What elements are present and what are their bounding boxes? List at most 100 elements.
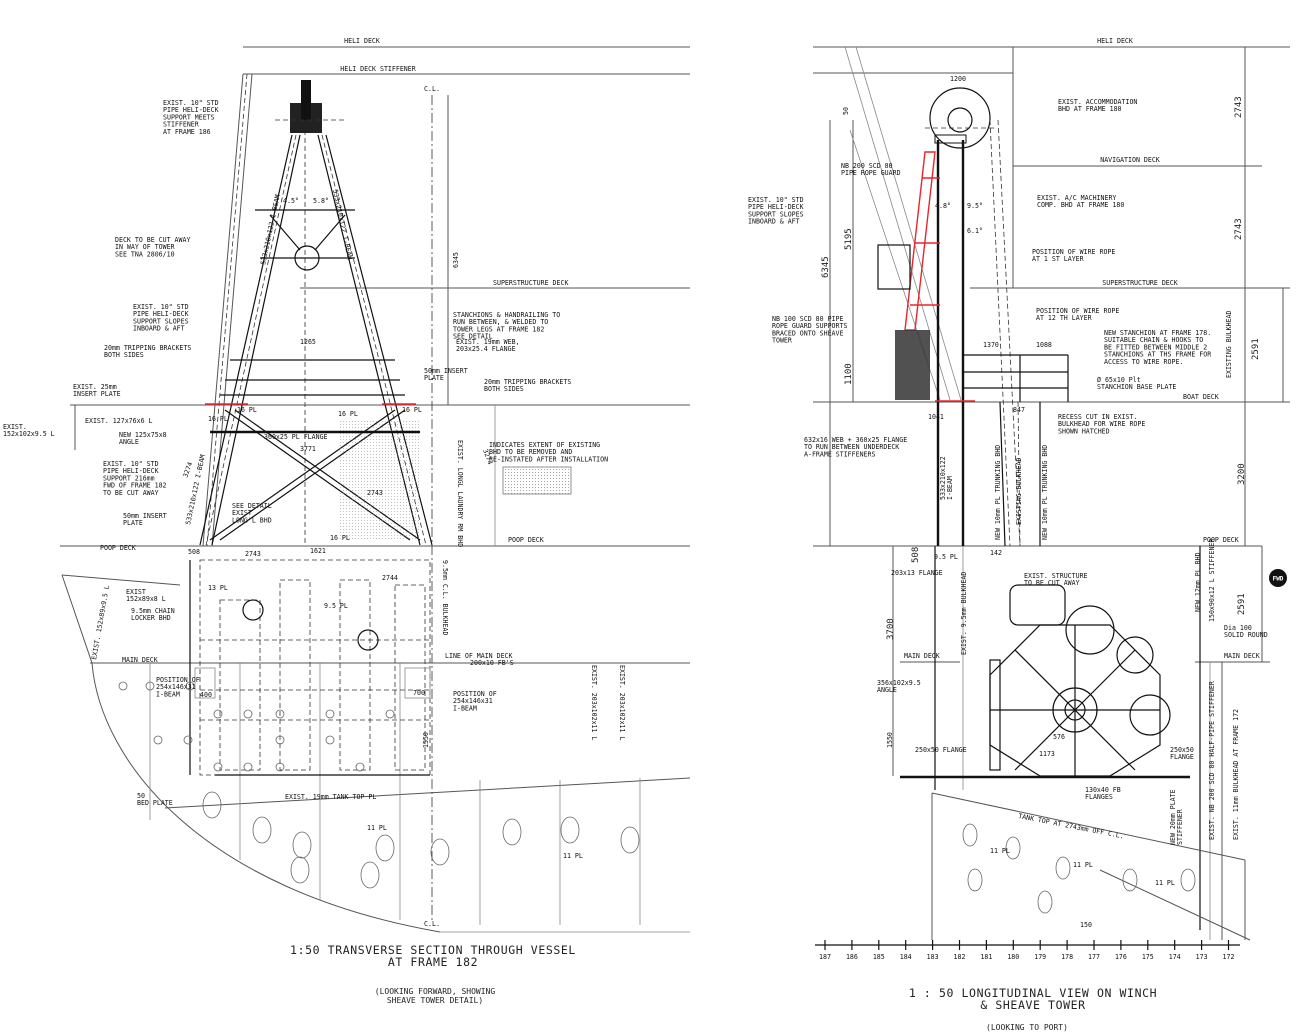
annotation-line: BHD AT FRAME 180 [1058, 105, 1122, 113]
annotation-line: EXIST. 11mm BULKHEAD AT FRAME 172 [1232, 709, 1240, 840]
annotation-pl95-r: 9.5 PL [934, 553, 958, 561]
annotation-d-700: 700 [413, 689, 425, 697]
annotation-d-1173: 1173 [1039, 750, 1055, 758]
annotation-line-of-main-deck: LINE OF MAIN DECK [445, 652, 513, 660]
frame-number: 173 [1196, 953, 1208, 961]
annotation-line: LOCKER BHD [131, 614, 171, 622]
annotation-line: 9.5mm C.L. BULKHEAD [441, 560, 449, 635]
annotation-line: 1041 [928, 413, 944, 421]
annotation-line: PIPE ROPE GUARD [841, 169, 901, 177]
annotation-exist152-l: EXIST.152x102x9.5 L [3, 423, 55, 438]
annotation-pl11-r1: 11 PL [990, 847, 1010, 855]
annotation-line: C.L. [424, 920, 440, 928]
lightening-hole [213, 709, 223, 719]
annotation-tank-top-pl: EXIST. 19mm TANK TOP PL [285, 793, 376, 801]
annotation-line: 576 [1053, 733, 1065, 741]
annotation-line: 11 PL [367, 824, 387, 832]
annotation-line: (LOOKING TO PORT) [986, 1023, 1068, 1032]
annotation-line: NEW 10mm PL TRUNKING BHD [994, 445, 1002, 540]
annotation-line: 533x210x122 I-BEAM [259, 194, 282, 266]
annotation-line: ROPE GUARD SUPPORTS [772, 322, 847, 330]
frame-number: 177 [1088, 953, 1100, 961]
annotation-line: 2591 [1237, 593, 1247, 615]
annotation-d-1370: 1370 [983, 341, 999, 349]
annotation-title-r: 1 : 50 LONGITUDINAL VIEW ON WINCH& SHEAV… [909, 986, 1157, 1012]
annotation-line: 20mm TRIPPING BRACKETS [104, 344, 191, 352]
annotation-pl95: 9.5 PL [324, 602, 348, 610]
annotation-line: 50mm INSERT [424, 367, 468, 375]
annotation-line: 847 [1013, 406, 1025, 414]
lightening-hole [243, 709, 253, 719]
annotation-line: 3200 [1237, 463, 1247, 485]
frame-number: 174 [1169, 953, 1181, 961]
annotation-line: EXIST [232, 509, 252, 517]
lightening-hole [325, 735, 335, 745]
annotation-pl16-e: 16 PL [330, 534, 350, 542]
annotation-cl-l: C.L. [424, 85, 440, 93]
annotation-line: 5.8° [313, 197, 329, 205]
lightening-hole [213, 762, 223, 772]
annotation-line: BE FITTED BETWEEN MIDDLE 2 [1104, 343, 1207, 351]
oval-opening [202, 791, 222, 819]
annotation-line: 1621 [310, 547, 326, 555]
legend-hatch-box [502, 466, 572, 495]
frame-number: 182 [954, 953, 966, 961]
annotation-d-3200: 3200 [1237, 463, 1247, 485]
annotation-a-48: 4.8° [935, 202, 951, 210]
annotation-line: FLANGE [1170, 753, 1194, 761]
annotation-line: NEW 20mm PLATE [1169, 789, 1177, 845]
annotation-line: BRACED ONTO SHEAVE [772, 329, 843, 337]
annotation-line: INSERT PLATE [73, 390, 121, 398]
annotation-d-508-r: 508 [911, 547, 921, 563]
oval-opening [962, 823, 978, 847]
annotation-line: NB 100 SCD 80 PIPE [772, 315, 843, 323]
annotation-line: SUPPORT SLOPES [133, 317, 189, 325]
annotation-cl-l-bottom: C.L. [424, 920, 440, 928]
annotation-line: Ø 65x10 Plt [1097, 376, 1141, 384]
annotation-exist203-b: EXIST. 203x102x11 L [618, 665, 626, 740]
annotation-d-3274-l: 3274 [181, 461, 194, 479]
annotation-line: 13 PL [208, 584, 228, 592]
annotation-line: EXIST. 127x76x6 L [85, 417, 153, 425]
lightening-holes-left [118, 681, 640, 889]
annotation-line: PLATE [123, 519, 143, 527]
annotation-line: EXIST. [3, 423, 27, 431]
oval-opening [430, 838, 450, 866]
annotation-pl11-a: 11 PL [367, 824, 387, 832]
annotation-line: EXIST. 19mm TANK TOP PL [285, 793, 376, 801]
annotation-line: RUN BETWEEN, & WELDED TO [453, 318, 548, 326]
lightening-hole [183, 735, 193, 745]
annotation-flange360: 360x25 PL FLANGE [264, 433, 328, 441]
annotation-line: 2744 [382, 574, 398, 582]
annotation-line: TANK TOP AT 2743mm OFF C.L. [1018, 812, 1125, 840]
annotation-line: BULKHEAD FOR WIRE ROPE [1058, 420, 1145, 428]
annotation-d-150: 150 [1080, 921, 1092, 929]
annotation-line: EXIST. 25mm [73, 383, 117, 391]
annotation-navigation-deck: NAVIGATION DECK [1100, 156, 1160, 164]
annotation-line: 700 [413, 689, 425, 697]
annotation-line: EXISTING BULKHEAD [1015, 457, 1023, 525]
annotation-exist203-a: EXIST. 203x102x11 L [590, 665, 598, 740]
annotation-trunking-1: NEW 10mm PL TRUNKING BHD [994, 445, 1002, 540]
annotation-d-5195: 5195 [844, 228, 854, 250]
annotation-line: 200x10 FB'S [470, 659, 514, 667]
annotation-line: 6345 [452, 252, 460, 268]
annotation-line: EXIST. 152x89x9.5 L [90, 585, 111, 661]
annotation-d-2743b: 2743 [245, 550, 261, 558]
sheave-tower-a-frame [199, 80, 433, 546]
sheave-tower-side [877, 87, 1021, 547]
annotation-d-3700: 3700 [886, 618, 896, 640]
annotation-line: ACCESS TO WIRE ROPE. [1104, 358, 1183, 366]
annotation-line: TO RUN BETWEEN UNDERDECK [804, 443, 899, 451]
oval-opening [1005, 836, 1021, 860]
annotation-line: 1:50 TRANSVERSE SECTION THROUGH VESSEL [290, 943, 576, 957]
